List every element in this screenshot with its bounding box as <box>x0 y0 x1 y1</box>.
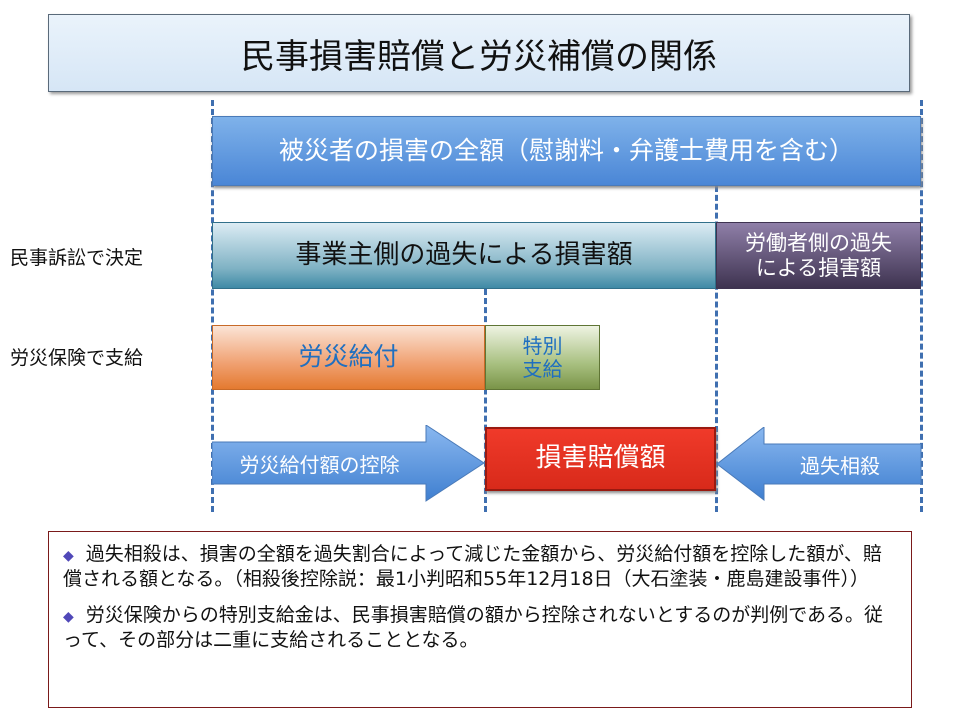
note-item: ◆労災保険からの特別支給金は、民事損害賠償の額から控除されないとするのが判例であ… <box>63 603 897 652</box>
worker-fault-line2: による損害額 <box>755 255 882 280</box>
divider-line <box>920 100 923 512</box>
deduction-arrow-icon <box>212 425 485 502</box>
total-damage-bar: 被災者の損害の全額（慰謝料・弁護士費用を含む） <box>212 116 921 186</box>
note-item: ◆過失相殺は、損害の全額を過失割合によって減じた金額から、労災給付額を控除した額… <box>63 542 897 591</box>
slide-title: 民事損害賠償と労災補償の関係 <box>48 14 910 92</box>
employer-fault-bar: 事業主側の過失による損害額 <box>212 222 716 289</box>
diamond-bullet-icon: ◆ <box>63 609 74 626</box>
worker-fault-line1: 労働者側の過失 <box>745 231 892 256</box>
special-payment-line2: 支給 <box>522 356 563 381</box>
divider-line <box>715 186 718 512</box>
diamond-bullet-icon: ◆ <box>63 548 74 564</box>
civil-lawsuit-label: 民事訴訟で決定 <box>10 247 144 269</box>
divider-line <box>484 289 487 512</box>
worker-fault-bar: 労働者側の過失による損害額 <box>716 222 921 289</box>
insurance-payment-label: 労災保険で支給 <box>10 347 144 369</box>
offset-arrow-label: 過失相殺 <box>800 453 880 478</box>
offset-arrow-icon <box>716 427 922 501</box>
special-payment-bar: 特別支給 <box>485 325 600 390</box>
note-text: 労災保険からの特別支給金は、民事損害賠償の額から控除されないとするのが判例である… <box>63 604 884 652</box>
deduction-arrow-label: 労災給付額の控除 <box>239 452 400 477</box>
notes-box: ◆過失相殺は、損害の全額を過失割合によって減じた金額から、労災給付額を控除した額… <box>48 531 912 708</box>
rosai-benefit-bar: 労災給付 <box>212 325 485 390</box>
note-text: 過失相殺は、損害の全額を過失割合によって減じた金額から、労災給付額を控除した額が… <box>63 543 882 590</box>
damage-compensation-box: 損害賠償額 <box>485 427 716 491</box>
divider-line <box>211 100 214 512</box>
special-payment-line1: 特別 <box>522 333 563 358</box>
